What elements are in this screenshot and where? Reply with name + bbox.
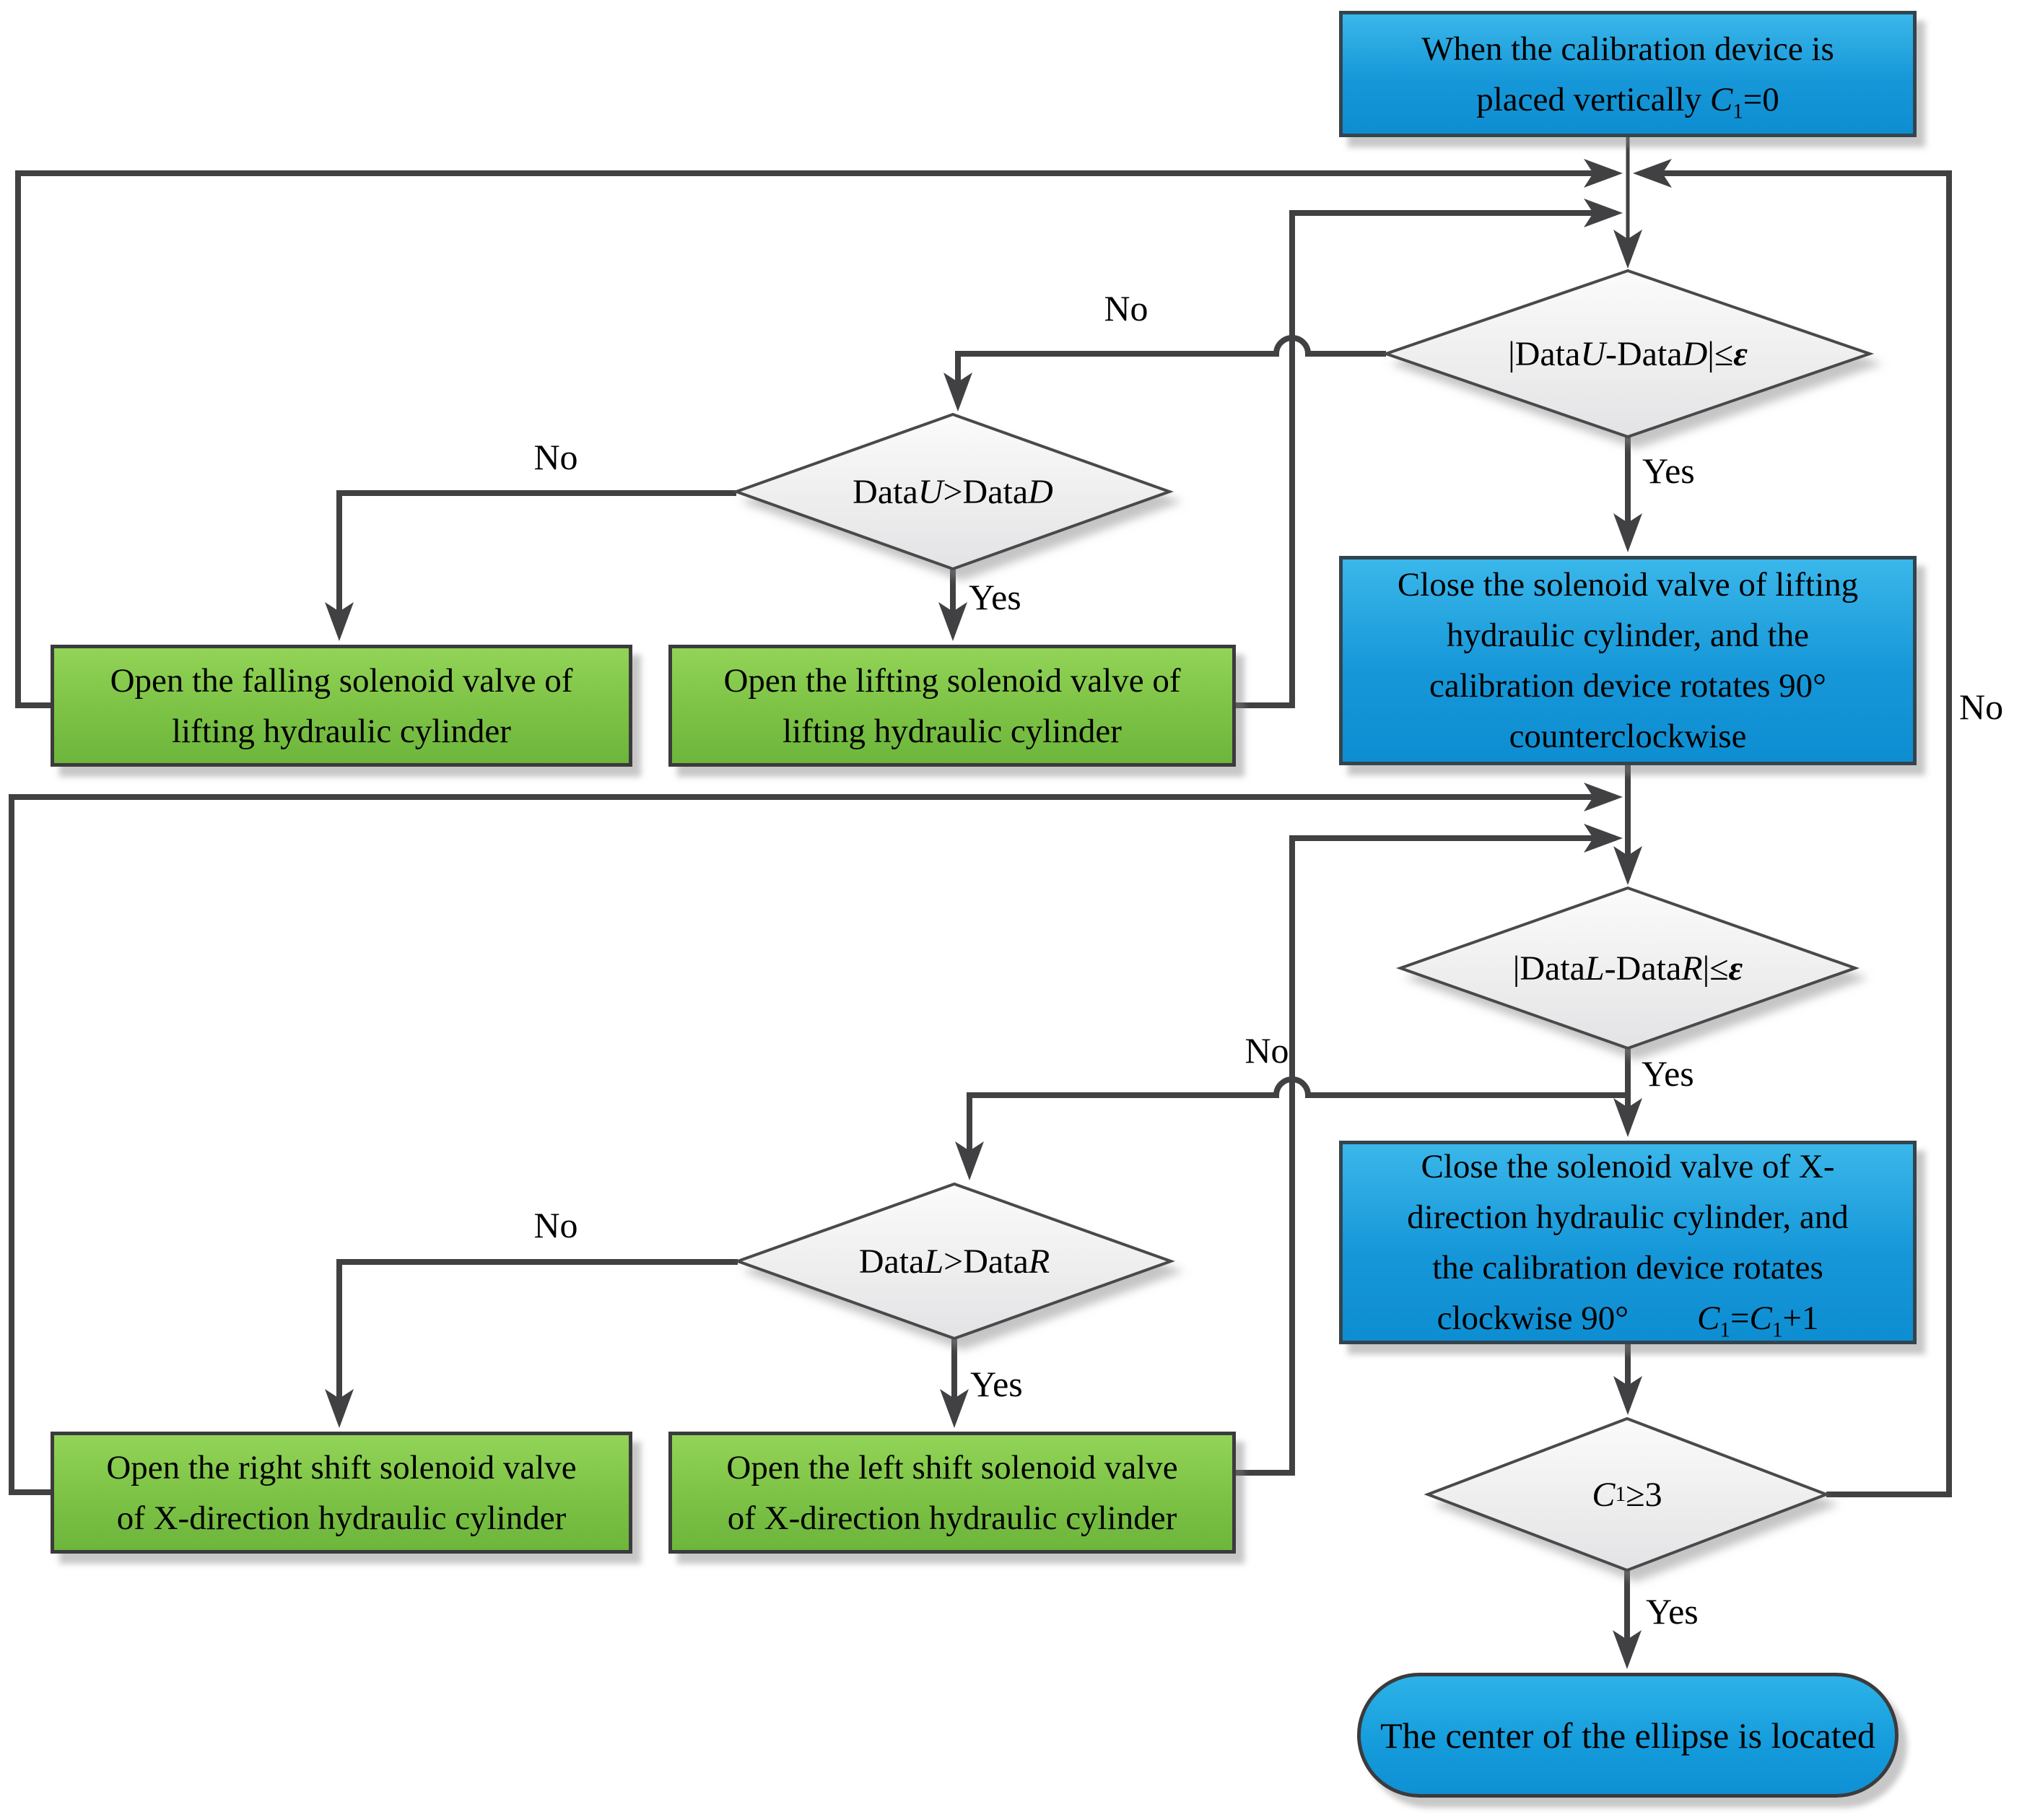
edges-group <box>9 137 1952 1669</box>
end-node-text: The center of the ellipse is located <box>1380 1715 1875 1756</box>
edge-d3-no-to-d4 <box>955 1076 1628 1180</box>
process-open-left-shift-valve: Open the left shift solenoid valve of X-… <box>668 1432 1236 1554</box>
process-close-lifting-valve-text: Close the solenoid valve of lifting hydr… <box>1397 566 1859 755</box>
edge-label-d4-yes: Yes <box>970 1364 1023 1404</box>
process-close-lifting-valve: Close the solenoid valve of lifting hydr… <box>1339 556 1917 765</box>
decision-dataL-dataR-tolerance <box>1395 886 1860 1050</box>
edge-g3-loop-to-mid <box>9 783 1623 1495</box>
process-open-right-shift-valve: Open the right shift solenoid valve of X… <box>51 1432 632 1554</box>
edge-label-d5-no: No <box>1959 687 2004 727</box>
edge-label-d5-yes: Yes <box>1646 1591 1699 1632</box>
start-node-text: When the calibration device is placed ve… <box>1421 30 1834 123</box>
edge-d4-no-to-g3 <box>325 1259 738 1428</box>
edge-g2-loop-to-top <box>1236 199 1623 708</box>
process-open-falling-valve: Open the falling solenoid valve of lifti… <box>51 645 632 767</box>
process-open-falling-valve-text: Open the falling solenoid valve of lifti… <box>110 661 573 750</box>
edge-label-d2-yes: Yes <box>969 577 1021 617</box>
edge-g4-loop-to-mid <box>1236 824 1623 1476</box>
process-open-lifting-valve-text: Open the lifting solenoid valve of lifti… <box>723 661 1181 750</box>
decision-c1-ge-3 <box>1424 1416 1831 1572</box>
edge-d1-no-to-d2 <box>943 335 1386 412</box>
process-open-left-shift-valve-text: Open the left shift solenoid valve of X-… <box>726 1448 1178 1537</box>
edge-label-d3-no: No <box>1244 1030 1289 1071</box>
decision-dataL-gt-dataR <box>733 1182 1175 1341</box>
process-open-right-shift-valve-text: Open the right shift solenoid valve of X… <box>106 1448 577 1537</box>
edge-label-d2-no: No <box>533 437 578 477</box>
decision-dataU-dataD-tolerance <box>1381 269 1875 439</box>
edge-label-d1-yes: Yes <box>1642 450 1695 491</box>
edge-label-d4-no: No <box>533 1205 578 1245</box>
process-close-x-valve: Close the solenoid valve of X- direction… <box>1339 1141 1917 1344</box>
process-open-lifting-valve: Open the lifting solenoid valve of lifti… <box>668 645 1236 767</box>
edge-d2-no-to-g1 <box>325 490 736 641</box>
diamonds-group <box>732 269 1875 1572</box>
edge-label-d1-no: No <box>1104 288 1148 328</box>
process-close-x-valve-text: Close the solenoid valve of X- direction… <box>1407 1148 1849 1342</box>
start-node: When the calibration device is placed ve… <box>1339 11 1917 137</box>
end-node: The center of the ellipse is located <box>1357 1673 1899 1798</box>
edge-label-d3-yes: Yes <box>1642 1053 1694 1094</box>
edge-g1-loop-to-top <box>15 159 1623 708</box>
decision-dataU-gt-dataD <box>732 412 1174 571</box>
edge-d5-no-loop-to-top <box>1633 159 1952 1497</box>
